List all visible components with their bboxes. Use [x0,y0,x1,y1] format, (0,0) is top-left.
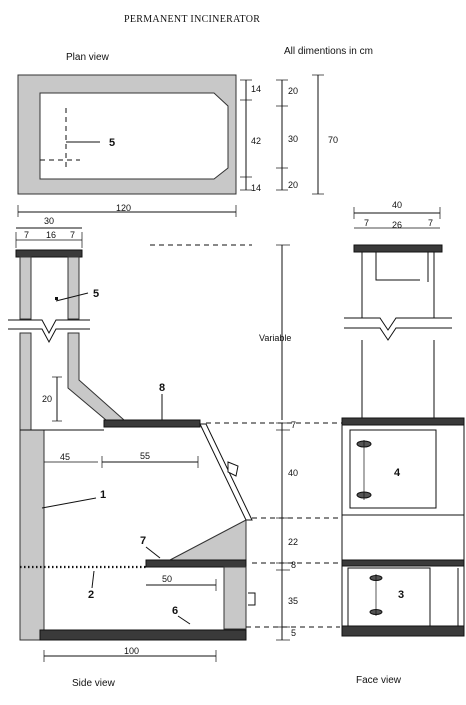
chimney-inner-dim: 16 [46,230,56,240]
plan-dim-total-height: 70 [328,135,338,145]
label-top-slab: 8 [159,382,165,394]
label-ash-pit: 6 [172,605,178,617]
plan-dim-left-top: 14 [251,84,261,94]
chamber-depth-dim: 55 [140,451,150,461]
label-feed-door: 4 [394,467,401,479]
label-furnace: 1 [100,489,106,501]
grate-bar [145,559,247,568]
plan-dim-right-bottom: 20 [288,180,298,190]
chimney-wall-right-upper [67,256,80,320]
face-wall-left-dim: 7 [364,218,369,228]
ash-door-handle [248,592,256,606]
face-inner-dim: 26 [392,220,402,230]
dim-upper-chamber: 40 [288,468,298,478]
furnace-back-wall [19,429,45,641]
plan-view-label: Plan view [66,52,110,63]
chimney-total-dim: 30 [44,216,54,226]
feed-door-slope [199,423,253,521]
chimney-wall-left-dim: 7 [24,230,29,240]
dim-base: 5 [291,628,296,638]
dimension-note: All dimentions in cm [284,46,373,57]
label-grate: 2 [88,589,94,601]
grate-length-dim: 50 [162,574,172,584]
plan-dim-left-bottom: 14 [251,183,261,193]
chimney-height-dim: Variable [259,333,291,343]
side-view-label: Side view [72,678,116,689]
sloped-hearth [169,519,247,561]
face-total-dim: 40 [392,200,402,210]
ash-pit-front-wall [223,566,247,630]
plan-width-dim: 120 [116,203,131,213]
chimney-label-leader [55,292,89,302]
face-view-label: Face view [356,675,402,686]
face-chimney-cap [353,244,443,253]
face-wall-right-dim: 7 [428,218,433,228]
plan-inner-chamber [39,92,229,180]
base-length-dim: 100 [124,646,139,656]
throat-height-dim: 20 [42,394,52,404]
chimney-wall-left-lower [19,332,32,431]
chimney-cap [15,249,83,258]
wall-thickness-dim: 45 [60,452,70,462]
chimney-wall-right-dim: 7 [70,230,75,240]
face-top-slab [341,417,465,426]
face-view: 40 7 26 7 4 3 [341,200,465,686]
plan-label-chimney: 5 [109,137,115,149]
furnace-label-leader [41,497,97,509]
chimney-throat-wall [67,332,126,421]
face-break-line [344,317,452,331]
face-grate-band [341,559,465,567]
ash-door [347,567,431,627]
top-slab [103,419,201,428]
chimney-break-line [8,319,90,335]
plan-dim-right-mid: 30 [288,134,298,144]
plan-dim-right-top: 20 [288,86,298,96]
dim-slope: 22 [288,537,298,547]
dim-grate: 8 [291,560,296,570]
feed-door-handle [227,461,239,477]
base-slab [39,629,247,641]
chimney-wall-left-upper [19,256,32,320]
plan-dim-left-mid: 42 [251,136,261,146]
side-view: 30 7 16 7 5 20 8 [8,216,256,689]
dim-ash-pit: 35 [288,596,298,606]
face-base-slab [341,625,465,637]
side-label-chimney: 5 [93,288,99,300]
label-ash-door: 3 [398,589,404,601]
vertical-dimensions: Variable 7 40 22 8 35 5 [150,244,350,641]
label-slope: 7 [140,535,146,547]
plan-view: 5 120 14 42 14 20 30 20 70 [17,74,338,217]
dim-top-slab: 7 [291,420,296,430]
drawing-title: PERMANENT INCINERATOR [124,14,260,25]
